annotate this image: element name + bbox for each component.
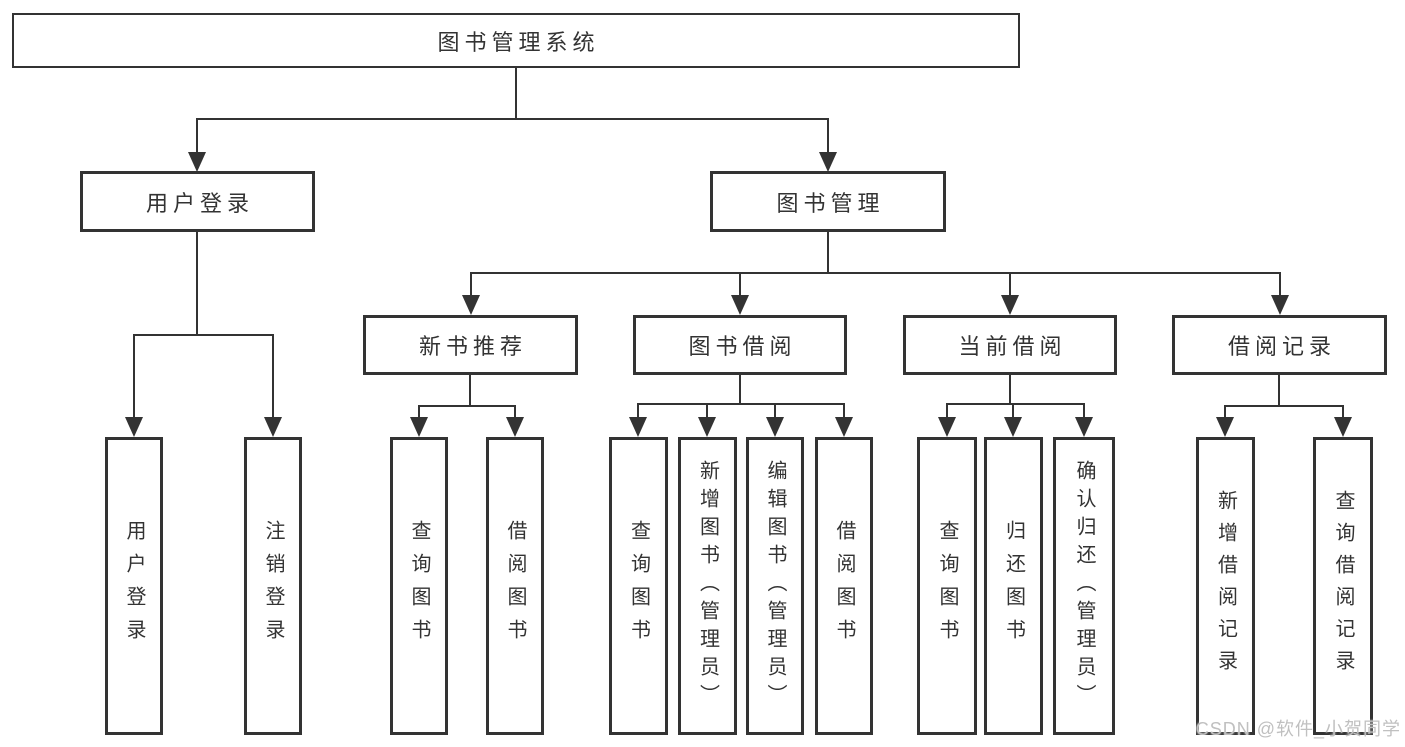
- arrow-down-icon: [1001, 295, 1019, 315]
- node-book-management-label: 图书管理: [776, 190, 885, 216]
- connector-line: [196, 118, 829, 120]
- leaf-user-login-label: 用户登录: [123, 520, 145, 652]
- arrow-down-icon: [1004, 417, 1022, 437]
- arrow-down-icon: [1216, 417, 1234, 437]
- leaf-edit-book-admin: 编辑图书（管理员）: [746, 437, 804, 735]
- node-new-book-recommend: 新书推荐: [363, 315, 578, 375]
- node-new-book-recommend-label: 新书推荐: [418, 334, 527, 359]
- connector-line: [470, 272, 1281, 274]
- leaf-borrow-books-label: 借阅图书: [833, 520, 855, 652]
- node-book-borrow: 图书借阅: [633, 315, 847, 375]
- arrow-down-icon: [731, 295, 749, 315]
- arrow-down-icon: [766, 417, 784, 437]
- arrow-down-icon: [1334, 417, 1352, 437]
- leaf-add-borrow-record: 新增借阅记录: [1196, 437, 1255, 735]
- leaf-query-books-borrow-label: 查询图书: [627, 520, 650, 652]
- connector-line: [843, 403, 845, 419]
- connector-line: [272, 334, 274, 420]
- node-root: 图书管理系统: [12, 13, 1020, 68]
- arrow-down-icon: [938, 417, 956, 437]
- connector-line: [637, 403, 845, 405]
- leaf-query-books-current: 查询图书: [917, 437, 977, 735]
- node-borrow-records-label: 借阅记录: [1227, 334, 1336, 359]
- leaf-query-borrow-record-label: 查询借阅记录: [1332, 490, 1354, 682]
- node-book-borrow-label: 图书借阅: [688, 334, 797, 359]
- node-root-label: 图书管理系统: [437, 29, 600, 55]
- leaf-add-borrow-record-label: 新增借阅记录: [1214, 490, 1237, 682]
- arrow-down-icon: [506, 417, 524, 437]
- connector-line: [418, 405, 420, 420]
- arrow-down-icon: [264, 417, 282, 437]
- leaf-return-book-label: 归还图书: [1002, 520, 1025, 652]
- leaf-confirm-return-admin-label: 确认归还（管理员）: [1073, 460, 1095, 712]
- connector-line: [418, 405, 516, 407]
- arrow-down-icon: [188, 152, 206, 172]
- leaf-query-books-recommend-label: 查询图书: [408, 520, 430, 652]
- connector-line: [946, 403, 1085, 405]
- connector-line: [196, 231, 198, 336]
- leaf-query-books-recommend: 查询图书: [390, 437, 448, 735]
- connector-line: [1342, 405, 1344, 420]
- leaf-add-book-admin: 新增图书（管理员）: [678, 437, 737, 735]
- node-user-login-label: 用户登录: [145, 190, 254, 216]
- connector-line: [1009, 272, 1011, 297]
- connector-line: [827, 231, 829, 274]
- connector-line: [1224, 405, 1344, 407]
- node-book-management: 图书管理: [710, 171, 946, 232]
- connector-line: [946, 403, 948, 419]
- arrow-down-icon: [698, 417, 716, 437]
- connector-line: [470, 272, 472, 297]
- node-borrow-records: 借阅记录: [1172, 315, 1387, 375]
- connector-line: [1279, 272, 1281, 297]
- arrow-down-icon: [819, 152, 837, 172]
- watermark: CSDN @软件_小贺同学: [1195, 719, 1401, 739]
- arrow-down-icon: [410, 417, 428, 437]
- leaf-logout-label: 注销登录: [262, 520, 284, 652]
- connector-line: [739, 272, 741, 297]
- connector-line: [1278, 374, 1280, 407]
- arrow-down-icon: [629, 417, 647, 437]
- connector-line: [739, 374, 741, 405]
- leaf-query-books-current-label: 查询图书: [936, 520, 958, 652]
- leaf-borrow-books-recommend: 借阅图书: [486, 437, 544, 735]
- connector-line: [1224, 405, 1226, 420]
- arrow-down-icon: [835, 417, 853, 437]
- leaf-return-book: 归还图书: [984, 437, 1043, 735]
- connector-line: [827, 118, 829, 156]
- leaf-confirm-return-admin: 确认归还（管理员）: [1053, 437, 1115, 735]
- connector-line: [133, 334, 274, 336]
- connector-line: [1009, 374, 1011, 405]
- leaf-query-books-borrow: 查询图书: [609, 437, 668, 735]
- leaf-user-login: 用户登录: [105, 437, 163, 735]
- leaf-borrow-books: 借阅图书: [815, 437, 873, 735]
- node-current-borrow: 当前借阅: [903, 315, 1117, 375]
- connector-line: [1012, 403, 1014, 419]
- connector-line: [196, 118, 198, 156]
- leaf-edit-book-admin-label: 编辑图书（管理员）: [764, 460, 786, 712]
- connector-line: [706, 403, 708, 419]
- leaf-logout: 注销登录: [244, 437, 302, 735]
- connector-line: [515, 68, 517, 120]
- connector-line: [133, 334, 135, 420]
- leaf-query-borrow-record: 查询借阅记录: [1313, 437, 1373, 735]
- arrow-down-icon: [1271, 295, 1289, 315]
- connector-line: [637, 403, 639, 419]
- connector-line: [1083, 403, 1085, 419]
- connector-line: [774, 403, 776, 419]
- arrow-down-icon: [125, 417, 143, 437]
- connector-line: [514, 405, 516, 420]
- leaf-add-book-admin-label: 新增图书（管理员）: [696, 460, 719, 712]
- leaf-borrow-books-recommend-label: 借阅图书: [504, 520, 526, 652]
- connector-line: [469, 374, 471, 407]
- arrow-down-icon: [1075, 417, 1093, 437]
- node-current-borrow-label: 当前借阅: [958, 334, 1067, 359]
- arrow-down-icon: [462, 295, 480, 315]
- node-user-login: 用户登录: [80, 171, 315, 232]
